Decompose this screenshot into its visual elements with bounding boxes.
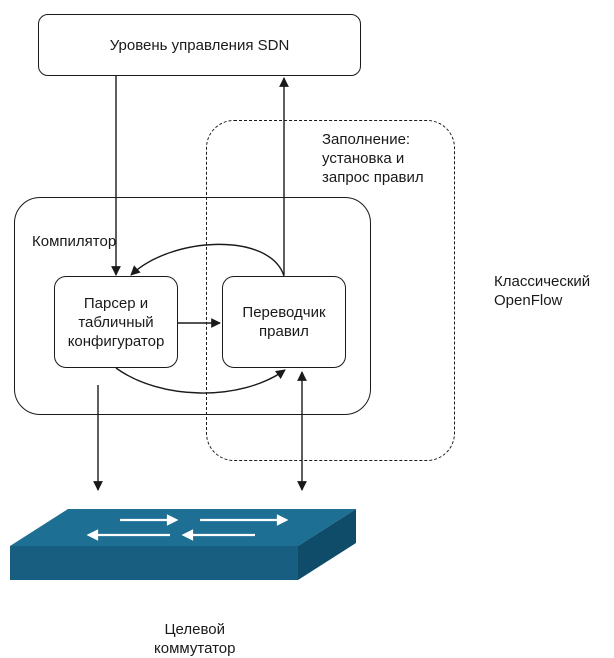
parser-configurator-label: Парсер и табличный конфигуратор (67, 294, 165, 350)
filling-label: Заполнение: установка и запрос правил (322, 130, 426, 187)
switch-side-face (298, 509, 356, 580)
classic-openflow-label: Классический OpenFlow (494, 273, 591, 309)
compiler-container (14, 197, 371, 415)
sdn-control-layer-box: Уровень управления SDN (38, 14, 361, 76)
network-switch-icon (10, 509, 356, 580)
rule-translator-label: Переводчик правил (242, 304, 326, 340)
sdn-control-layer-label: Уровень управления SDN (109, 36, 290, 54)
parser-configurator-box: Парсер и табличный конфигуратор (54, 276, 178, 368)
classic-openflow-region (206, 120, 455, 461)
compiler-label: Компилятор (32, 233, 117, 250)
target-switch-label: Целевой коммутатор (154, 621, 236, 657)
rule-translator-box: Переводчик правил (222, 276, 346, 368)
switch-front-face (10, 546, 298, 580)
switch-traffic-arrows (86, 514, 289, 541)
switch-top-face (10, 509, 356, 546)
